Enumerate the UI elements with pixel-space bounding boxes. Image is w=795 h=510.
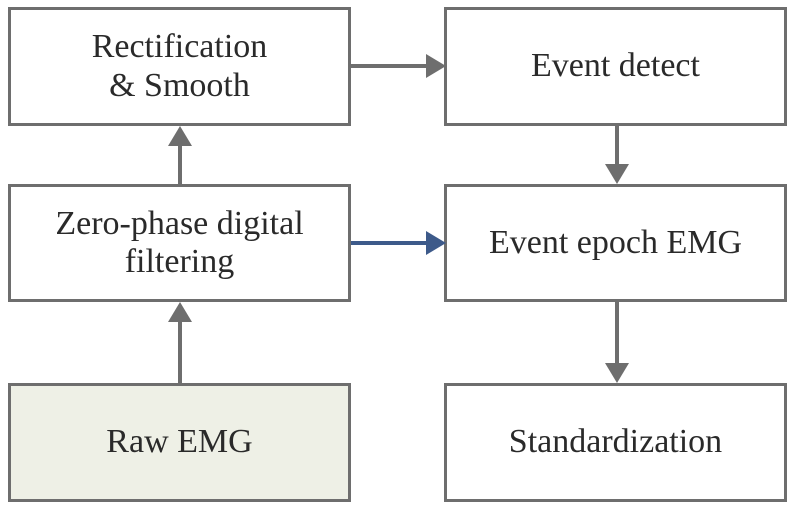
arrow-zero-phase-to-event-epoch (351, 231, 446, 255)
event-detect-box: Event detect (444, 7, 787, 126)
arrow-raw-to-zero-phase (168, 302, 192, 383)
event-epoch-emg-box: Event epoch EMG (444, 184, 787, 302)
rectification-smooth-label: Rectification & Smooth (91, 28, 268, 104)
arrow-rectification-to-event-detect (351, 54, 446, 78)
arrow-event-epoch-to-standardization (605, 302, 629, 383)
raw-emg-box: Raw EMG (8, 383, 351, 502)
arrow-zero-phase-to-rectification (168, 126, 192, 184)
event-epoch-emg-label: Event epoch EMG (488, 223, 743, 261)
rectification-smooth-box: Rectification & Smooth (8, 7, 351, 126)
event-detect-label: Event detect (531, 47, 700, 85)
arrow-event-detect-to-event-epoch (605, 126, 629, 184)
standardization-box: Standardization (444, 383, 787, 502)
raw-emg-label: Raw EMG (106, 423, 253, 461)
zero-phase-filtering-label: Zero-phase digital filtering (55, 204, 304, 280)
standardization-label: Standardization (508, 423, 723, 461)
zero-phase-filtering-box: Zero-phase digital filtering (8, 184, 351, 302)
